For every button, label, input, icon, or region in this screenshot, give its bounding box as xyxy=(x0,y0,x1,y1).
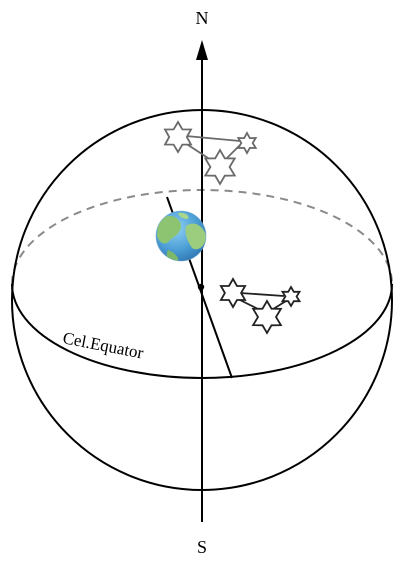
star-icon xyxy=(163,120,193,154)
lower-constellation xyxy=(219,277,302,335)
north-pole-label: N xyxy=(196,8,209,28)
sphere-center-dot xyxy=(197,283,205,291)
celestial-equator-label: Cel.Equator xyxy=(61,328,145,362)
star-icon xyxy=(219,277,247,309)
star-icon xyxy=(280,285,302,308)
lower-constellation-link xyxy=(239,292,285,297)
star-icon xyxy=(203,148,237,186)
upper-constellation xyxy=(163,120,258,186)
star-icon xyxy=(251,299,283,335)
earth-icon xyxy=(155,210,207,262)
upper-constellation-link xyxy=(184,142,209,159)
south-pole-label: S xyxy=(197,537,207,557)
north-arrow-icon xyxy=(196,40,208,60)
upper-constellation-link xyxy=(185,135,241,142)
star-icon xyxy=(236,131,258,155)
